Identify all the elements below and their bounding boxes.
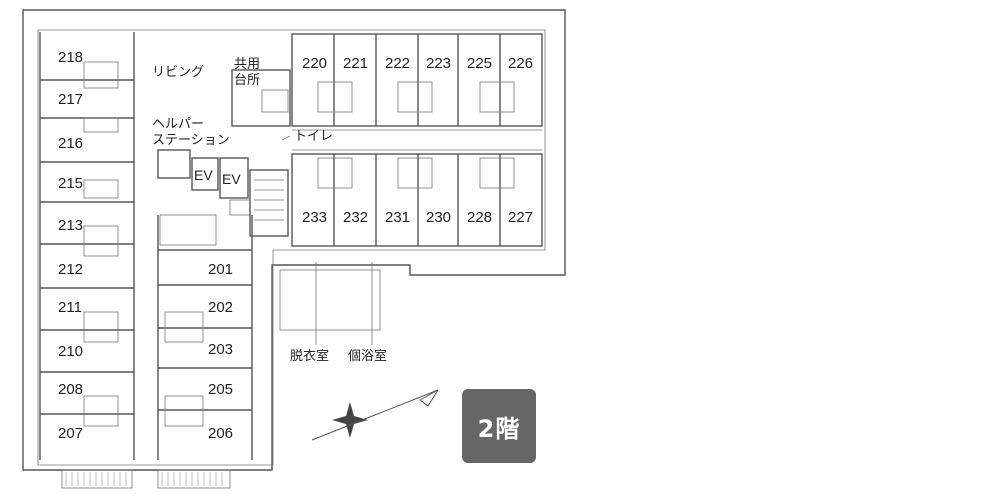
room-233: 233 xyxy=(302,209,327,226)
elevator-2-label: EV xyxy=(222,171,241,187)
room-222: 222 xyxy=(385,55,410,72)
room-228: 228 xyxy=(467,209,492,226)
dressing-room-label: 脱衣室 xyxy=(290,348,329,364)
room-217: 217 xyxy=(58,91,83,108)
compass-icon xyxy=(311,389,439,441)
room-206: 206 xyxy=(208,425,233,442)
room-231: 231 xyxy=(385,209,410,226)
room-221: 221 xyxy=(343,55,368,72)
kitchen-label-line1: 共用 xyxy=(234,57,260,72)
room-208: 208 xyxy=(58,381,83,398)
floor-label: 2階 xyxy=(477,414,521,443)
floor-badge: 2階 xyxy=(462,389,536,463)
room-203: 203 xyxy=(208,341,233,358)
room-227: 227 xyxy=(508,209,533,226)
corridor xyxy=(292,129,542,151)
bath-room-label: 個浴室 xyxy=(348,348,387,364)
bottom-right-room-block xyxy=(291,153,543,247)
room-212: 212 xyxy=(58,261,83,278)
room-201: 201 xyxy=(208,261,233,278)
living-label: リビング xyxy=(152,65,204,80)
top-right-room-block xyxy=(291,33,543,127)
left-room-column xyxy=(39,32,135,460)
elevator-1-label: EV xyxy=(194,167,213,183)
room-211: 211 xyxy=(58,299,82,316)
room-218: 218 xyxy=(58,49,83,66)
room-numbers: 218 217 216 215 213 212 211 210 208 207 … xyxy=(58,49,533,442)
room-210: 210 xyxy=(58,343,83,360)
room-223: 223 xyxy=(426,55,451,72)
area-labels: リビング 共用 台所 ヘルパー ステーション トイレ EV EV 脱衣室 個浴室 xyxy=(152,57,387,364)
room-226: 226 xyxy=(508,55,533,72)
room-220: 220 xyxy=(302,55,327,72)
toilet-label: トイレ xyxy=(294,129,333,144)
bath-area xyxy=(279,262,381,345)
center-room-column xyxy=(157,199,253,460)
room-225: 225 xyxy=(467,55,492,72)
room-207: 207 xyxy=(58,425,83,442)
room-216: 216 xyxy=(58,135,83,152)
helper-station-label-line1: ヘルパー xyxy=(152,117,204,132)
room-213: 213 xyxy=(58,217,83,234)
room-215: 215 xyxy=(58,175,83,192)
room-230: 230 xyxy=(426,209,451,226)
kitchen-label-line2: 台所 xyxy=(234,73,260,88)
helper-station-label-line2: ステーション xyxy=(152,133,230,148)
bottom-railings xyxy=(61,469,231,489)
room-232: 232 xyxy=(343,209,368,226)
room-202: 202 xyxy=(208,299,233,316)
service-core xyxy=(157,69,291,237)
room-205: 205 xyxy=(208,381,233,398)
